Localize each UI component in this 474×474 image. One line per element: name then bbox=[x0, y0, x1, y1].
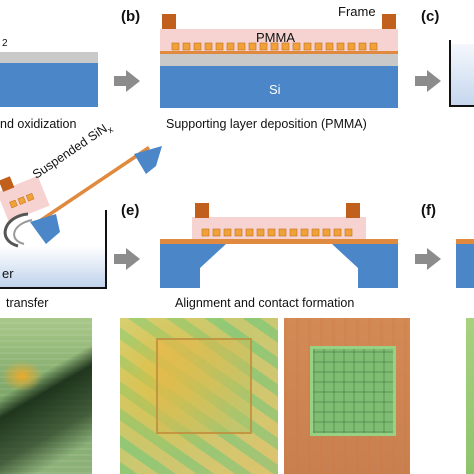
photo-alignment-left-window bbox=[156, 338, 252, 434]
right-arrow-icon bbox=[114, 248, 140, 270]
panel-e-nitride-layer bbox=[160, 239, 398, 244]
water-label-fragment: er bbox=[2, 266, 14, 281]
panel-e-frame-right bbox=[346, 203, 360, 218]
panel-b-oxide-layer bbox=[160, 53, 398, 66]
panel-a-oxide-layer bbox=[0, 52, 98, 63]
panel-d-water-bath bbox=[0, 246, 106, 288]
photo-transfer bbox=[0, 318, 92, 474]
panel-d-transfer bbox=[0, 146, 162, 289]
pmma-label: PMMA bbox=[256, 30, 295, 45]
tweezers-icon bbox=[3, 212, 29, 248]
panel-a-si-substrate bbox=[0, 63, 98, 107]
panel-b-contact-pads bbox=[171, 42, 378, 51]
caption-a: nd oxidization bbox=[0, 117, 77, 131]
oxide-subscript-label: 2 bbox=[2, 38, 8, 49]
right-arrow-icon bbox=[415, 70, 441, 92]
panel-label-b: (b) bbox=[121, 8, 141, 25]
right-arrow-icon bbox=[114, 70, 140, 92]
panel-label-e: (e) bbox=[121, 202, 140, 219]
suspended-sinx-film bbox=[38, 146, 150, 223]
photo-f-fragment bbox=[466, 318, 474, 474]
caption-b: Supporting layer deposition (PMMA) bbox=[166, 117, 367, 131]
panel-label-f: (f) bbox=[421, 202, 436, 219]
photo-alignment-left bbox=[120, 318, 278, 474]
panel-b-si-substrate bbox=[160, 66, 398, 108]
caption-e: Alignment and contact formation bbox=[175, 296, 355, 310]
panel-c-water-bath bbox=[449, 40, 474, 107]
panel-a-structure bbox=[0, 52, 98, 107]
panel-label-c: (c) bbox=[421, 8, 440, 25]
panel-e-si-left bbox=[160, 244, 226, 288]
panel-b-structure bbox=[160, 14, 398, 108]
substrate-block-left bbox=[30, 214, 60, 244]
panel-e-si-right bbox=[332, 244, 398, 288]
photo-alignment-right bbox=[284, 318, 410, 474]
panel-e-frame-left bbox=[195, 203, 209, 218]
panel-f-structure bbox=[456, 239, 474, 288]
substrate-block-right bbox=[134, 146, 162, 174]
panel-b-frame-left bbox=[162, 14, 176, 29]
frame-label: Frame bbox=[338, 4, 376, 19]
right-arrow-icon bbox=[415, 248, 441, 270]
panel-b-frame-right bbox=[382, 14, 396, 29]
photo-alignment-right-window bbox=[310, 346, 396, 436]
panel-e-contact-pads bbox=[201, 228, 353, 237]
panel-e-structure bbox=[160, 203, 398, 288]
caption-d: transfer bbox=[6, 296, 49, 310]
si-label: Si bbox=[269, 82, 281, 97]
panel-b-nitride-layer bbox=[160, 51, 398, 54]
